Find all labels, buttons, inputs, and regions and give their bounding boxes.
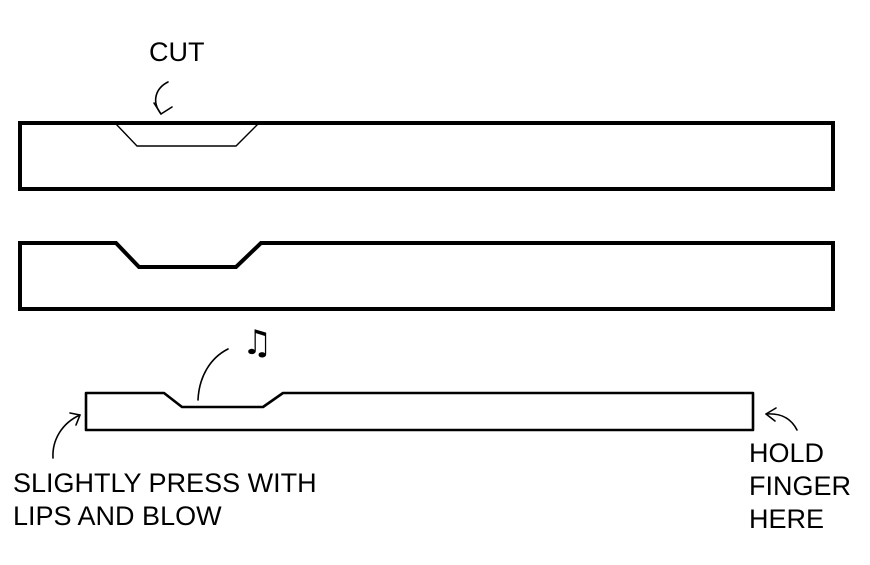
strip-2-outline: [18, 241, 835, 311]
sound-line: [197, 348, 229, 401]
cut-outline: [115, 123, 259, 147]
hold-arrow-icon: [765, 413, 798, 431]
hold-label-line-2: FINGER: [749, 471, 851, 501]
press-label-line-2: LIPS AND BLOW: [13, 501, 222, 531]
strip-marked-cut: CUT: [18, 37, 835, 191]
press-arrow-head-icon: [69, 412, 81, 426]
strip-3-outline: [84, 391, 755, 432]
hold-label-line-1: HOLD: [749, 438, 824, 468]
hold-arrow-head-icon: [765, 407, 777, 422]
whistle-final: ♫ SLIGHTLY PRESS WITH LIPS AND BLOW HOLD…: [13, 323, 851, 534]
cut-arrow-head-icon: [153, 102, 173, 115]
cut-label: CUT: [149, 37, 205, 67]
strip-notched: [18, 241, 835, 311]
press-arrow-icon: [52, 414, 81, 459]
strip-1-outline: [18, 121, 835, 191]
hold-label-line-3: HERE: [749, 504, 824, 534]
press-label-line-1: SLIGHTLY PRESS WITH: [13, 468, 317, 498]
music-note-icon: ♫: [242, 323, 272, 363]
